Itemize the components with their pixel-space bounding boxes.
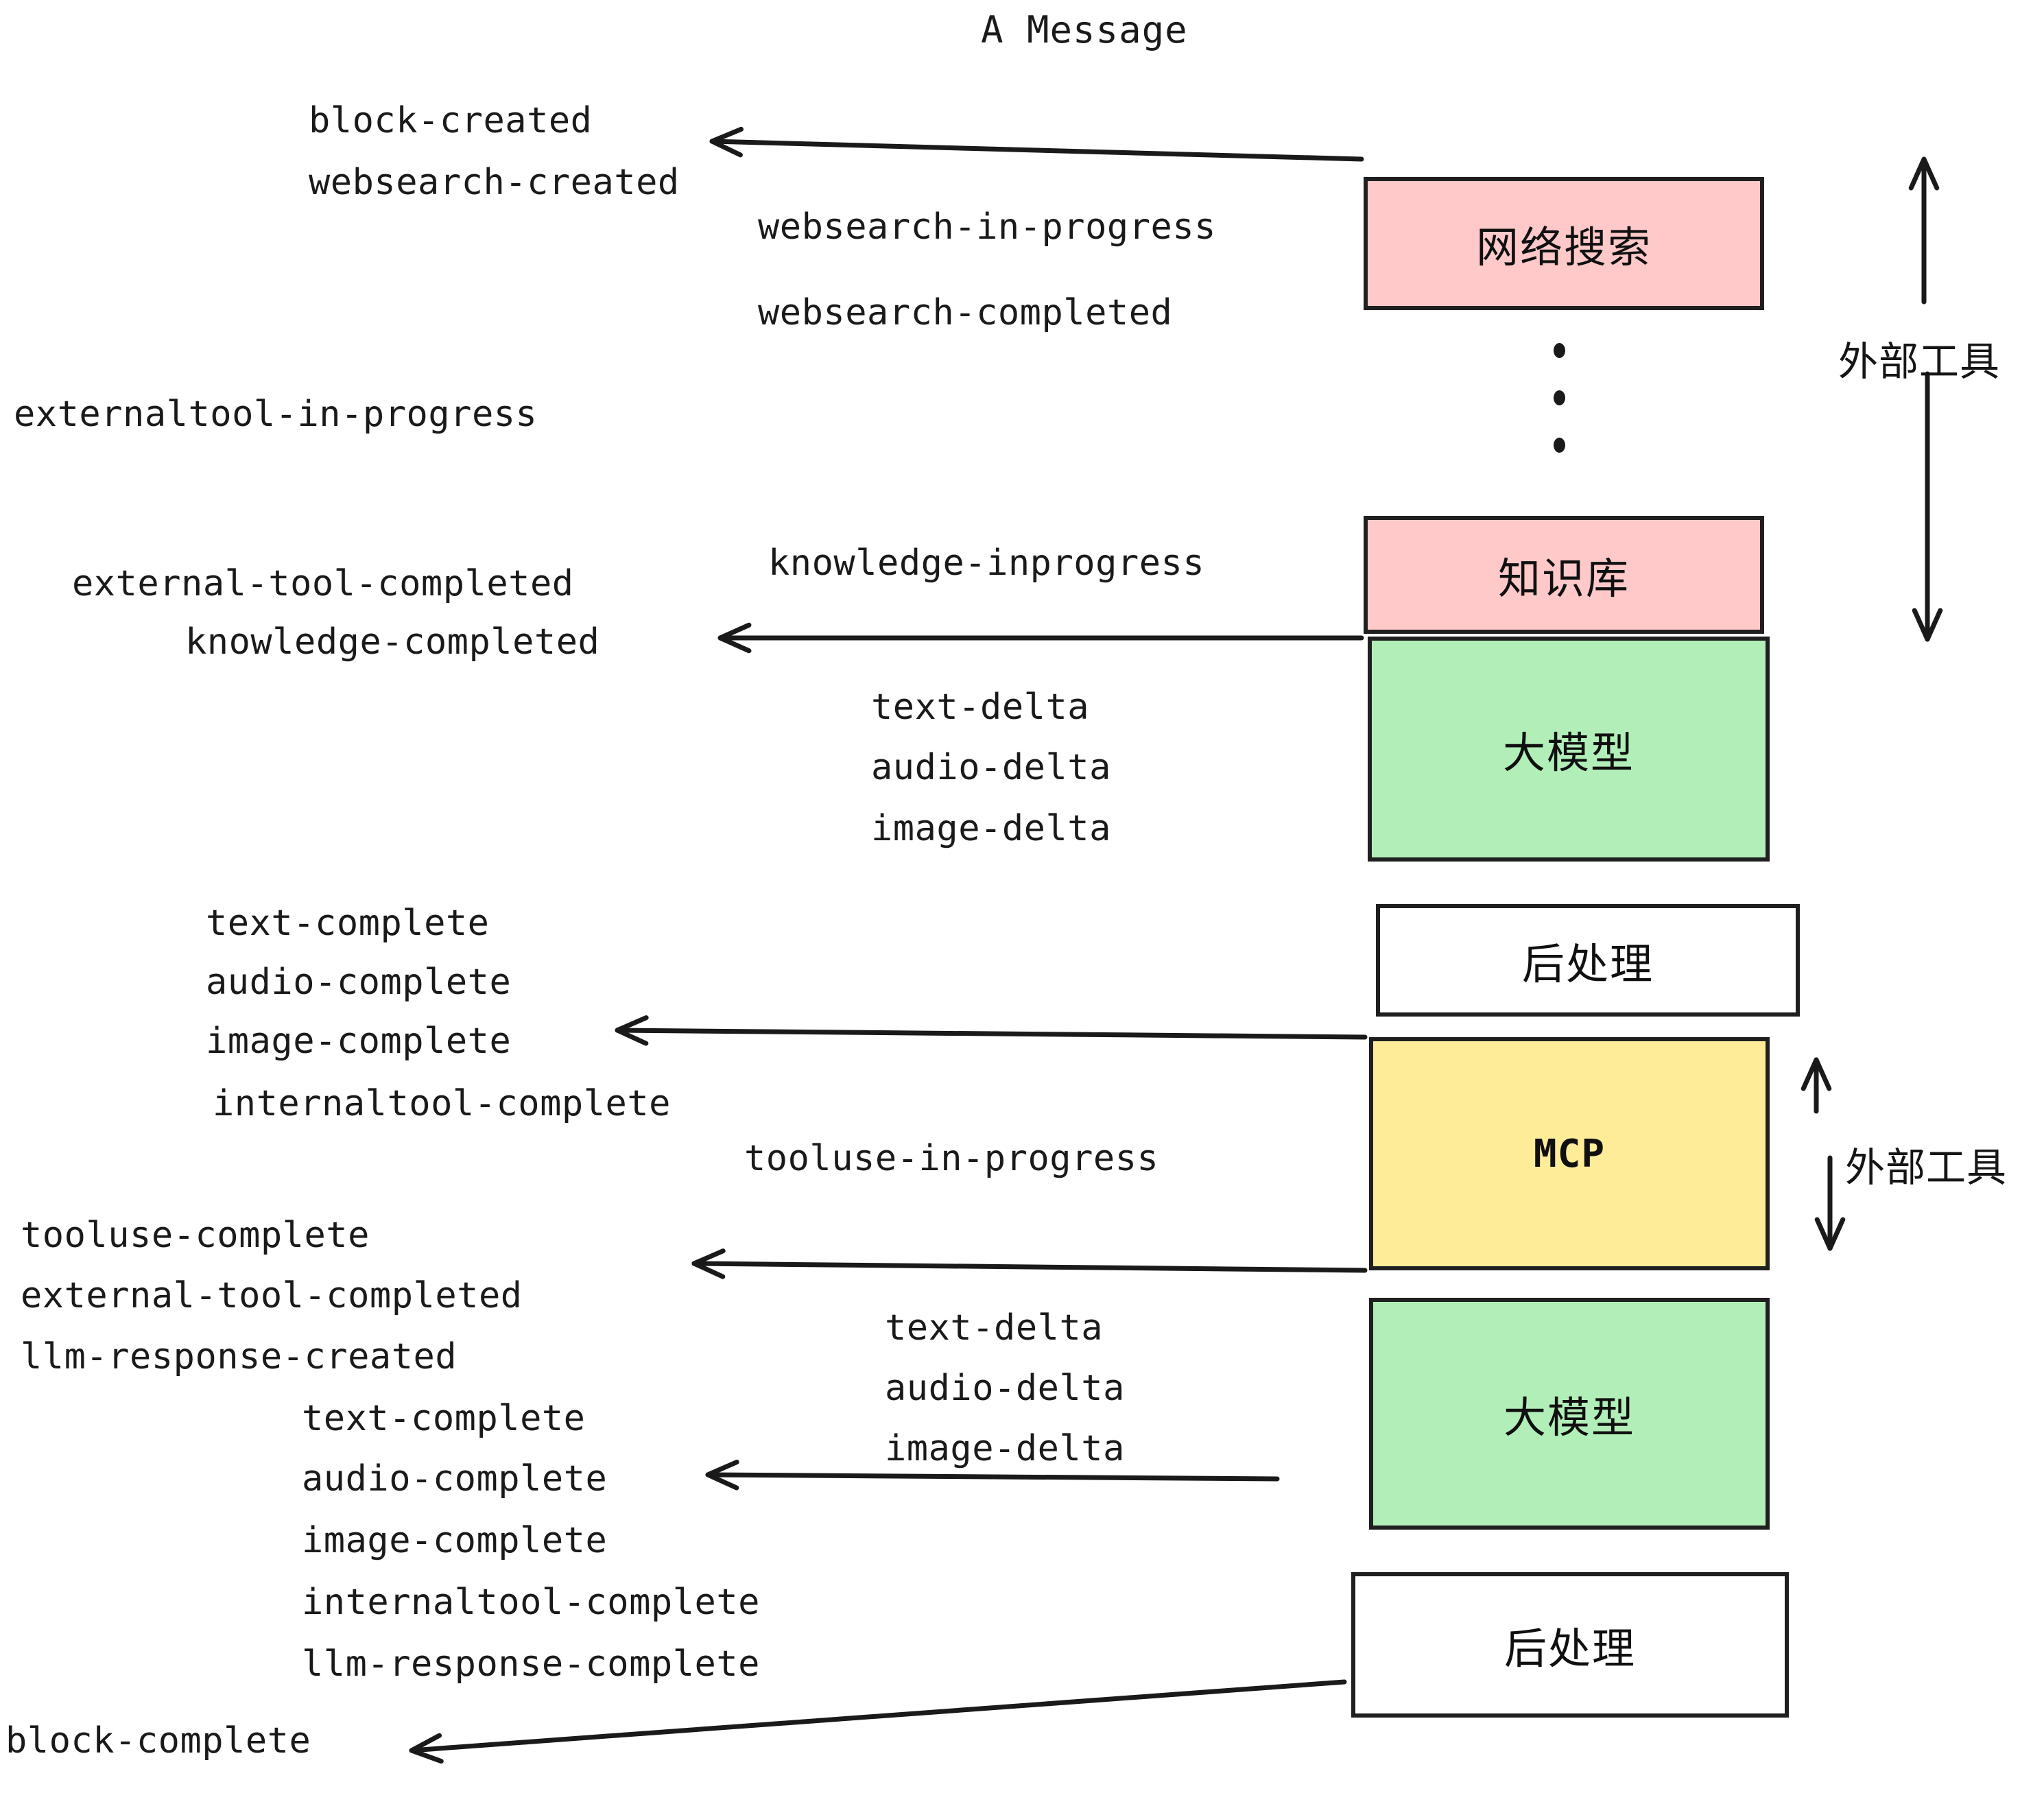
node-postproc-2: 后处理: [1351, 1572, 1789, 1718]
event-label-text-delta-2: text-delta: [885, 1307, 1104, 1349]
arrow-postproc2-to-block-head: [409, 1733, 444, 1764]
event-label-text-complete-2: text-complete: [302, 1398, 586, 1439]
arrow-websearch-to-block-head: [709, 126, 744, 158]
arrow-llm2-to-audio: [705, 1472, 1280, 1482]
ellipsis-dot: [1554, 438, 1565, 453]
event-label-external-tool-completed-1: external-tool-completed: [72, 563, 574, 604]
ellipsis-dot: [1554, 390, 1565, 405]
event-label-llm-response-complete: llm-response-complete: [302, 1643, 760, 1685]
arrow-ext-tools-down-bottom-head: [1814, 1217, 1846, 1251]
node-llm-1: 大模型: [1368, 637, 1770, 862]
side-label-external-tools-bottom: 外部工具: [1845, 1144, 2008, 1191]
event-label-external-tool-completed-2: external-tool-completed: [21, 1275, 523, 1316]
arrow-llm2-to-audio-head: [705, 1460, 739, 1491]
event-label-text-delta-1: text-delta: [871, 687, 1090, 728]
arrow-llm1-to-image-head: [615, 1015, 649, 1046]
event-label-audio-delta-2: audio-delta: [885, 1368, 1125, 1409]
arrow-ext-tools-up-bottom-head: [1801, 1057, 1832, 1091]
event-label-block-complete: block-complete: [5, 1720, 311, 1761]
event-label-knowledge-completed: knowledge-completed: [185, 621, 600, 663]
vertical-ellipsis-icon: [1554, 343, 1565, 453]
event-label-audio-complete-2: audio-complete: [302, 1458, 608, 1499]
arrow-ext-tools-down-top-head: [1912, 608, 1943, 642]
event-label-websearch-created: websearch-created: [309, 162, 680, 203]
ellipsis-dot: [1554, 343, 1565, 358]
event-label-externaltool-in-progress: externaltool-in-progress: [14, 394, 538, 435]
arrow-websearch-to-block: [709, 139, 1364, 162]
event-label-text-complete-1: text-complete: [206, 903, 490, 944]
event-label-audio-complete-1: audio-complete: [206, 962, 512, 1003]
arrow-ext-tools-up-top-head: [1908, 156, 1940, 191]
arrow-postproc2-to-block: [409, 1679, 1347, 1753]
event-label-image-complete-1: image-complete: [206, 1021, 512, 1062]
node-llm-2: 大模型: [1369, 1298, 1770, 1530]
event-label-knowledge-inprogress: knowledge-inprogress: [768, 543, 1205, 584]
side-label-external-tools-top: 外部工具: [1838, 338, 2001, 385]
event-label-tooluse-complete: tooluse-complete: [21, 1215, 370, 1256]
arrow-mcp-to-tooluse: [691, 1261, 1368, 1273]
event-label-websearch-completed: websearch-completed: [758, 292, 1173, 333]
event-label-audio-delta-1: audio-delta: [871, 747, 1111, 788]
event-label-block-created: block-created: [309, 100, 593, 141]
event-label-tooluse-in-progress: tooluse-in-progress: [744, 1138, 1159, 1179]
arrow-knowledge-to-left-head: [717, 622, 752, 654]
event-label-internaltool-complete-1: internaltool-complete: [213, 1083, 671, 1124]
node-postproc-1: 后处理: [1376, 904, 1800, 1017]
event-label-llm-response-created: llm-response-created: [21, 1336, 457, 1377]
page-title: A Message: [981, 8, 1188, 51]
event-label-image-delta-2: image-delta: [885, 1428, 1125, 1469]
node-websearch: 网络搜索: [1364, 177, 1764, 310]
node-knowledge: 知识库: [1364, 516, 1764, 634]
event-label-image-complete-2: image-complete: [302, 1520, 608, 1561]
arrow-mcp-to-tooluse-head: [691, 1248, 726, 1279]
event-label-websearch-in-progress: websearch-in-progress: [758, 206, 1216, 248]
arrow-llm1-to-image: [615, 1028, 1368, 1040]
event-label-internaltool-complete-2: internaltool-complete: [302, 1582, 760, 1623]
event-label-image-delta-1: image-delta: [871, 808, 1111, 849]
node-mcp: MCP: [1369, 1037, 1770, 1270]
